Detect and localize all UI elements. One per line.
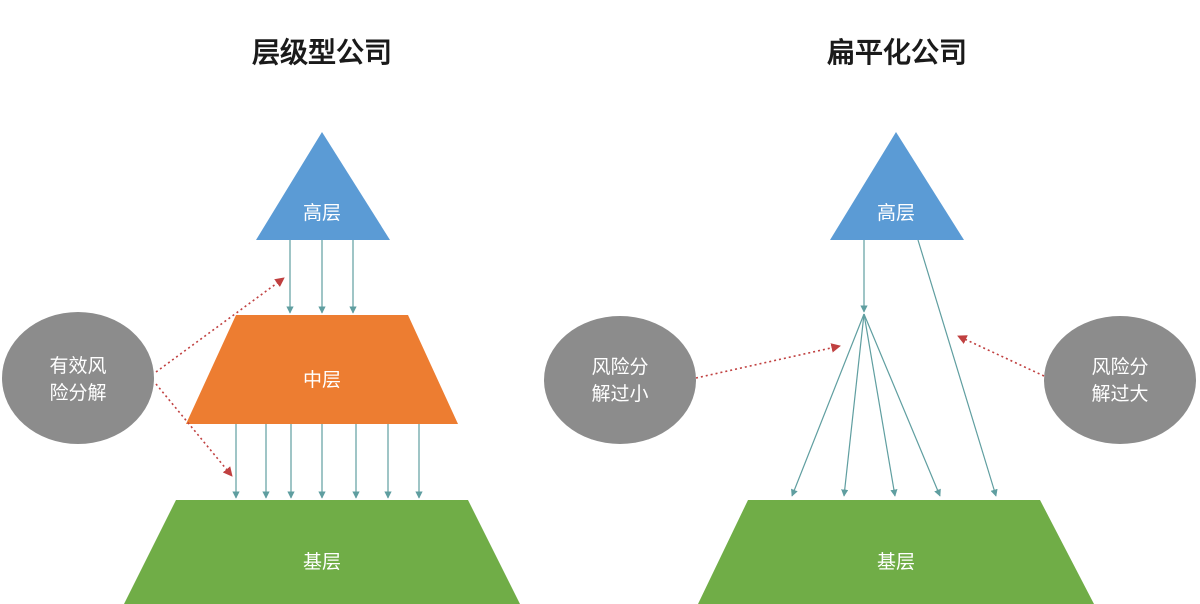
hierarchical-bottom-trapezoid: [124, 500, 520, 604]
flat-bubble-left: [544, 316, 696, 444]
flat-bottom-label: 基层: [877, 551, 915, 573]
flat-bubble-right-line: 风险分: [1091, 356, 1148, 378]
dotted-arrow-to-direct-line: [957, 335, 1045, 377]
hierarchical-top-label: 高层: [303, 202, 341, 224]
fan-arrow-to-bottom: [841, 313, 865, 497]
fan-arrow-to-bottom: [863, 313, 941, 497]
fan-arrow-to-bottom: [791, 313, 865, 497]
flat-bubble-left-line: 风险分: [591, 356, 648, 378]
dotted-arrow-to-middle-layer: [155, 277, 285, 373]
flat-bubble-left-line: 解过小: [591, 383, 648, 405]
hierarchical-top-triangle: [256, 132, 390, 240]
hierarchical-bubble: [2, 312, 154, 444]
flat-bubble-right-line: 解过大: [1091, 383, 1148, 405]
hierarchical-title: 层级型公司: [252, 36, 392, 69]
direct-arrow-top-to-bottom: [917, 239, 998, 497]
hierarchical-bottom-label: 基层: [303, 551, 341, 573]
hierarchical-middle-trapezoid: [186, 315, 458, 424]
hierarchical-bubble-line: 险分解: [49, 382, 106, 404]
flat-top-label: 高层: [877, 202, 915, 224]
fan-arrow-to-bottom: [863, 313, 898, 497]
dotted-arrow-to-hub: [695, 343, 841, 379]
flat-bottom-trapezoid: [698, 500, 1094, 604]
hierarchical-bubble-line: 有效风: [49, 355, 106, 377]
flat-bubble-right: [1044, 316, 1196, 444]
hierarchical-middle-label: 中层: [303, 369, 341, 391]
flat-title: 扁平化公司: [827, 36, 967, 69]
flat-top-triangle: [830, 132, 964, 240]
